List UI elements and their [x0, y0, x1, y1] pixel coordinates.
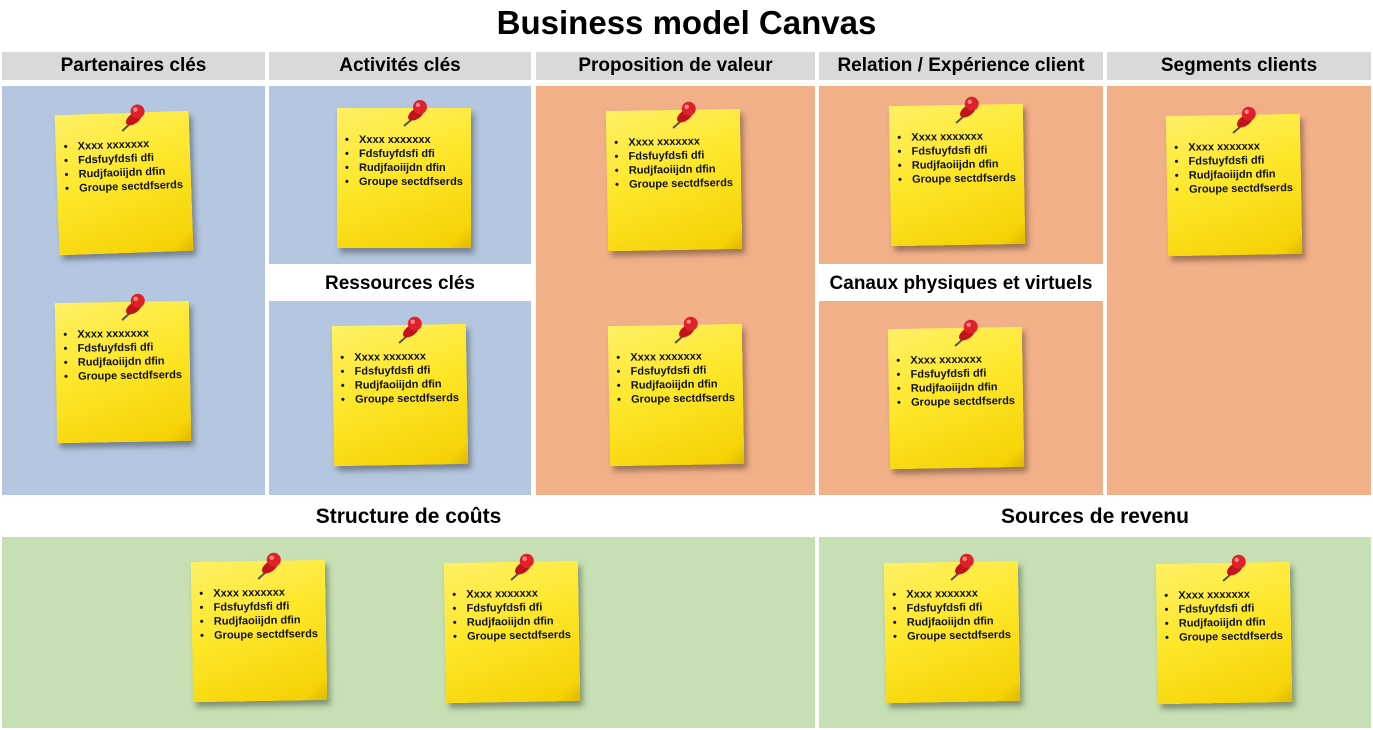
sticky-note: Xxxx xxxxxxxFdsfuyfdsfi dfiRudjfaoiijdn … — [887, 319, 1025, 470]
note-item: Groupe sectdfserds — [345, 175, 463, 189]
note-item: Groupe sectdfserds — [897, 394, 1015, 410]
sticky-note: Xxxx xxxxxxxFdsfuyfdsfi dfiRudjfaoiijdn … — [605, 101, 743, 252]
note-item: Groupe sectdfserds — [341, 391, 459, 407]
sticky-note: Xxxx xxxxxxxFdsfuyfdsfi dfiRudjfaoiijdn … — [1165, 106, 1303, 257]
note-item: Groupe sectdfserds — [65, 178, 183, 196]
push-pin-icon — [955, 96, 979, 124]
sticky-note: Xxxx xxxxxxxFdsfuyfdsfi dfiRudjfaoiijdn … — [1155, 554, 1293, 705]
push-pin-icon — [1232, 106, 1256, 134]
header-segments: Segments clients — [1107, 52, 1371, 80]
sticky-note: Xxxx xxxxxxxFdsfuyfdsfi dfiRudjfaoiijdn … — [337, 100, 471, 248]
header-canaux: Canaux physiques et virtuels — [819, 268, 1103, 300]
note-item: Groupe sectdfserds — [898, 171, 1016, 187]
push-pin-icon — [257, 552, 281, 580]
sticky-note: Xxxx xxxxxxxFdsfuyfdsfi dfiRudjfaoiijdn … — [607, 316, 745, 467]
header-relation: Relation / Expérience client — [819, 52, 1103, 80]
header-couts: Structure de coûts — [2, 498, 815, 536]
push-pin-icon — [672, 101, 696, 129]
sticky-note: Xxxx xxxxxxxFdsfuyfdsfi dfiRudjfaoiijdn … — [883, 553, 1021, 704]
sticky-note: Xxxx xxxxxxxFdsfuyfdsfi dfiRudjfaoiijdn … — [443, 553, 581, 704]
note-item: Groupe sectdfserds — [615, 176, 733, 192]
header-proposition: Proposition de valeur — [536, 52, 815, 80]
push-pin-icon — [1222, 554, 1246, 582]
note-item: Groupe sectdfserds — [453, 628, 571, 644]
push-pin-icon — [121, 293, 145, 321]
page-title: Business model Canvas — [496, 4, 877, 41]
sticky-note: Xxxx xxxxxxxFdsfuyfdsfi dfiRudjfaoiijdn … — [888, 96, 1026, 247]
note-item: Groupe sectdfserds — [893, 628, 1011, 644]
note-item: Fdsfuyfdsfi dfi — [345, 147, 463, 161]
sticky-note: Xxxx xxxxxxxFdsfuyfdsfi dfiRudjfaoiijdn … — [54, 104, 194, 256]
header-revenu: Sources de revenu — [819, 498, 1371, 536]
note-item: Xxxx xxxxxxx — [345, 133, 463, 147]
push-pin-icon — [398, 316, 422, 344]
push-pin-icon — [674, 316, 698, 344]
note-item: Groupe sectdfserds — [64, 368, 182, 384]
sticky-note: Xxxx xxxxxxxFdsfuyfdsfi dfiRudjfaoiijdn … — [190, 552, 328, 703]
header-partenaires: Partenaires clés — [2, 52, 265, 80]
note-item: Groupe sectdfserds — [1165, 629, 1283, 645]
push-pin-icon — [121, 104, 145, 132]
push-pin-icon — [954, 319, 978, 347]
note-item: Groupe sectdfserds — [200, 627, 318, 643]
header-ressources: Ressources clés — [269, 268, 531, 300]
note-item: Groupe sectdfserds — [617, 391, 735, 407]
sticky-note: Xxxx xxxxxxxFdsfuyfdsfi dfiRudjfaoiijdn … — [331, 316, 469, 467]
push-pin-icon — [403, 100, 427, 127]
sticky-note: Xxxx xxxxxxxFdsfuyfdsfi dfiRudjfaoiijdn … — [54, 293, 192, 444]
note-item: Groupe sectdfserds — [1175, 181, 1293, 197]
push-pin-icon — [510, 553, 534, 581]
header-activites: Activités clés — [269, 52, 531, 80]
push-pin-icon — [950, 553, 974, 581]
note-item: Rudjfaoiijdn dfin — [345, 161, 463, 175]
zone-couts — [2, 537, 815, 728]
